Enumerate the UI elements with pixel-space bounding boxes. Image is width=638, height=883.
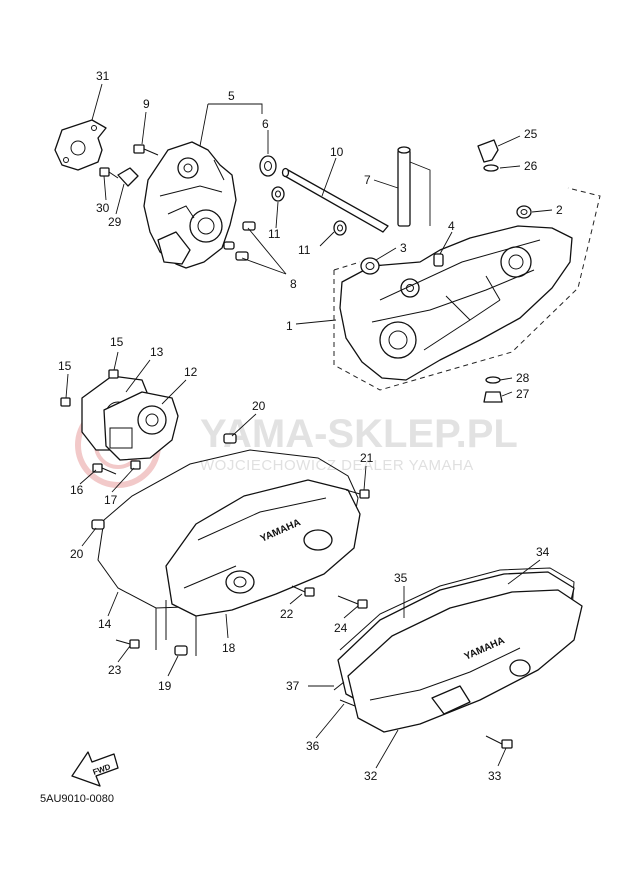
- part-2-bushing: [516, 205, 532, 219]
- part-31-gasket-plate: [54, 119, 107, 171]
- diagram-code: 5AU9010-0080: [40, 793, 114, 805]
- callout-21: 21: [360, 451, 374, 465]
- part-8-dowel-pins: [223, 221, 256, 261]
- watermark: YAMA-SKLEP.PL WOJCIECHOWICZ DEALER YAMAH…: [75, 402, 518, 488]
- part-19-dowel: [174, 645, 188, 656]
- part-30-bolt: [99, 167, 119, 179]
- callout-36: 36: [306, 739, 320, 753]
- callout-3: 3: [400, 241, 407, 255]
- callout-19: 19: [158, 679, 172, 693]
- part-17-bolt: [130, 460, 141, 470]
- callout-31: 31: [96, 69, 110, 83]
- part-32-outer-cover: YAMAHA: [347, 589, 583, 733]
- part-34-cover-seal: [339, 567, 575, 651]
- callout-labels: 31 9 5 6 10 7 25 26 2 30 29 11 11 3 4 8 …: [58, 69, 563, 783]
- callout-16: 16: [70, 483, 84, 497]
- callout-2: 2: [556, 203, 563, 217]
- leader-lines: [65, 83, 553, 769]
- part-28-washer: [485, 376, 501, 384]
- callout-27: 27: [516, 387, 530, 401]
- part-27-drain-bolt: [483, 391, 503, 403]
- callout-12: 12: [184, 365, 198, 379]
- assembly-outline: [333, 187, 601, 391]
- callout-25: 25: [524, 127, 538, 141]
- part-15-bolt-upper: [108, 369, 119, 379]
- part-26-washer: [483, 164, 499, 172]
- callout-8: 8: [290, 277, 297, 291]
- callout-18: 18: [222, 641, 236, 655]
- callout-14: 14: [98, 617, 112, 631]
- callout-5: 5: [228, 89, 235, 103]
- callout-15-left: 15: [58, 359, 72, 373]
- callout-20-lower: 20: [70, 547, 84, 561]
- part-20-dowel-lower: [91, 519, 105, 530]
- callout-1: 1: [286, 319, 293, 333]
- part-33-bolt: [485, 735, 513, 749]
- callout-11-upper: 11: [268, 227, 281, 241]
- callout-20-upper: 20: [252, 399, 266, 413]
- part-23-bolt: [115, 639, 140, 649]
- part-11-oil-seal-upper: [271, 186, 285, 202]
- watermark-subtitle: WOJCIECHOWICZ DEALER YAMAHA: [200, 457, 474, 474]
- part-9-bolt: [133, 144, 159, 156]
- callout-4: 4: [448, 219, 455, 233]
- part-20-dowel-upper: [223, 433, 237, 444]
- part-25-plug: [477, 139, 499, 163]
- part-5-left-crankcase: [143, 141, 237, 269]
- callout-15-upper: 15: [110, 335, 124, 349]
- part-7-pin: [397, 146, 411, 227]
- cover-mounting-lines: [155, 600, 197, 656]
- part-22-bolt: [291, 585, 315, 597]
- part-37-seal-strip: [333, 681, 345, 691]
- part-10-shaft: [281, 167, 389, 233]
- callout-34: 34: [536, 545, 550, 559]
- callout-24: 24: [334, 621, 348, 635]
- part-1-right-crankcase: [339, 225, 573, 381]
- callout-10: 10: [330, 145, 344, 159]
- callout-11-lower: 11: [298, 243, 311, 257]
- part-6-bearing: [259, 155, 277, 177]
- part-24-bolt: [337, 595, 368, 609]
- callout-33: 33: [488, 769, 502, 783]
- callout-17: 17: [104, 493, 118, 507]
- part-16-bolt: [92, 463, 117, 475]
- callout-35: 35: [394, 571, 408, 585]
- callout-32: 32: [364, 769, 378, 783]
- part-11-oil-seal-lower: [333, 220, 347, 236]
- part-15-bolt-left: [60, 397, 71, 407]
- callout-28: 28: [516, 371, 530, 385]
- callout-13: 13: [150, 345, 164, 359]
- callout-6: 6: [262, 117, 269, 131]
- part-3-bearing: [360, 257, 380, 275]
- part-12-oil-pump: [103, 391, 179, 461]
- part-21-bolt: [345, 489, 370, 499]
- callout-7: 7: [364, 173, 371, 187]
- callout-26: 26: [524, 159, 538, 173]
- fwd-arrow-icon: FWD: [71, 751, 119, 787]
- callout-37: 37: [286, 679, 300, 693]
- part-4-dowel: [433, 253, 444, 267]
- callout-22: 22: [280, 607, 294, 621]
- callout-29: 29: [108, 215, 122, 229]
- part-18-crankcase-cover: YAMAHA: [165, 479, 361, 617]
- callout-30: 30: [96, 201, 110, 215]
- part-29-clip: [117, 167, 139, 187]
- callout-9: 9: [143, 97, 150, 111]
- callout-23: 23: [108, 663, 122, 677]
- watermark-title: YAMA-SKLEP.PL: [200, 412, 518, 456]
